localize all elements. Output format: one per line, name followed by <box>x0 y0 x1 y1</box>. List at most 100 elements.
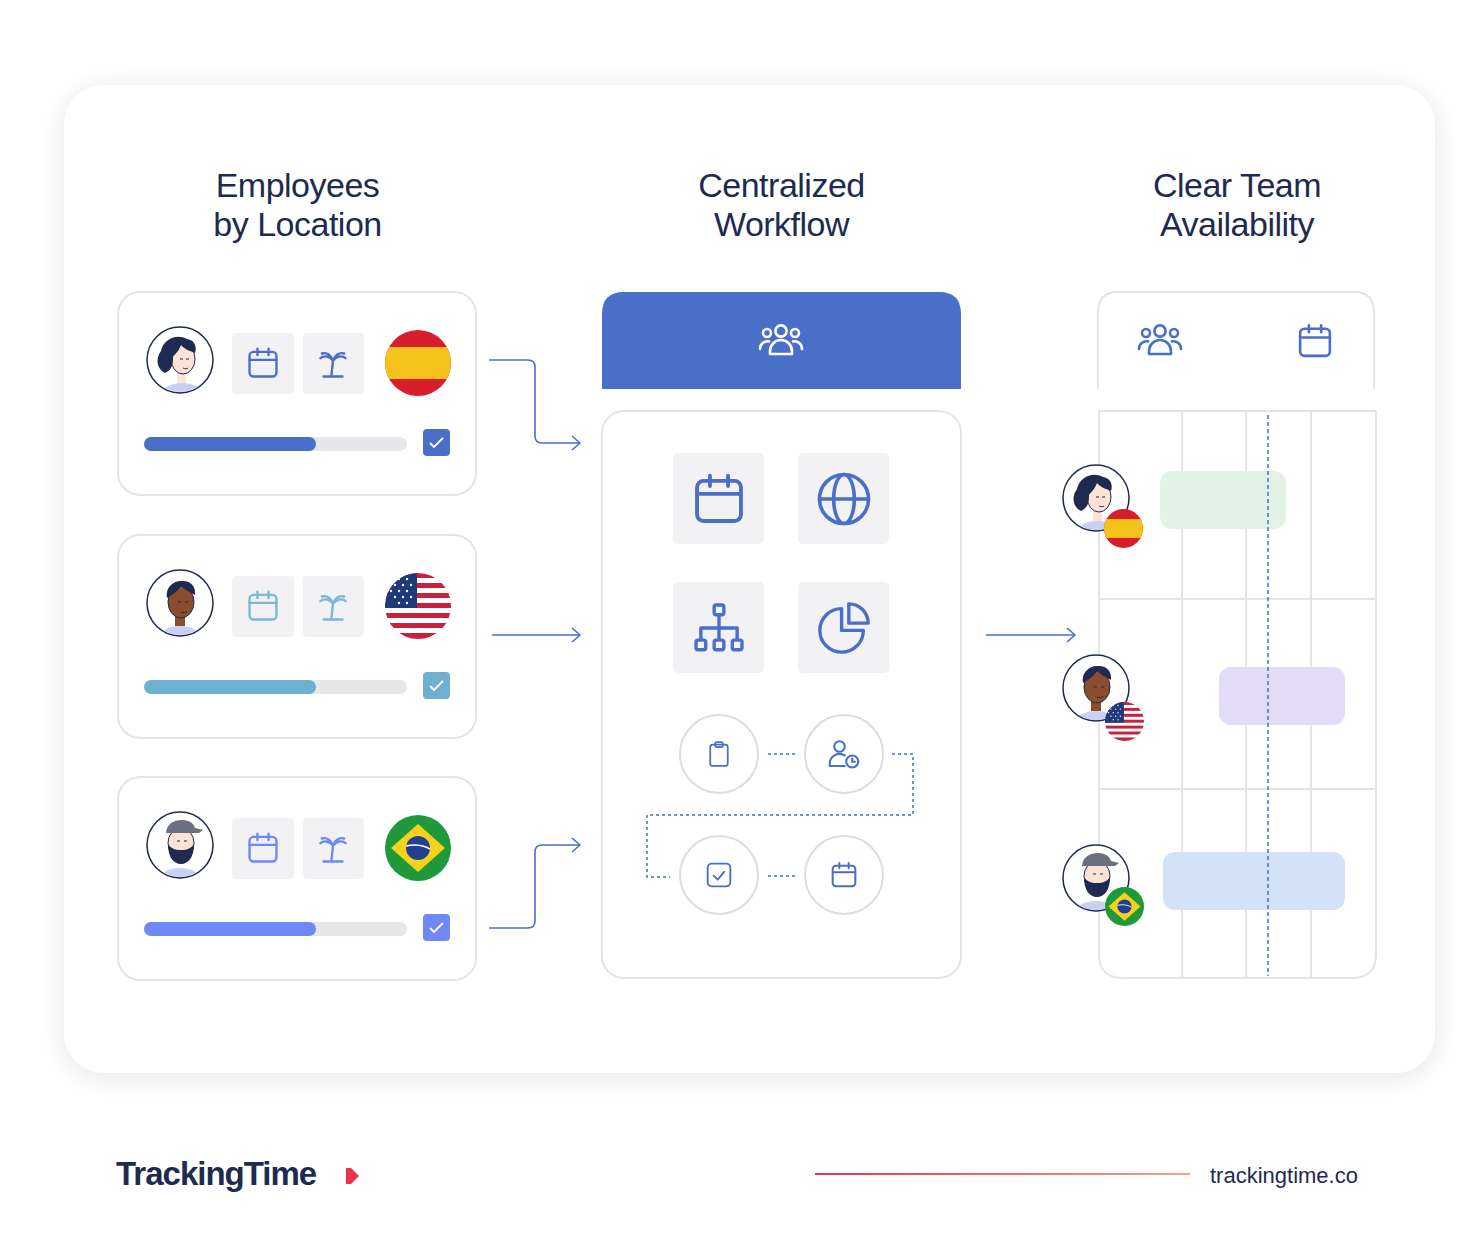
rect-shape <box>118 292 476 495</box>
path-shape <box>1099 411 1376 978</box>
use-shape <box>819 474 868 523</box>
location-column: Employees by Location <box>118 166 477 982</box>
footer-art <box>344 1166 1190 1186</box>
use-shape <box>708 864 731 887</box>
circle-shape <box>680 715 758 793</box>
use-shape <box>1105 702 1144 741</box>
use-shape <box>250 834 277 862</box>
circle-shape <box>805 715 883 793</box>
rect-shape <box>303 576 364 637</box>
rect-shape <box>144 437 316 451</box>
use-shape <box>320 838 345 861</box>
rect-shape <box>144 680 407 694</box>
path-shape <box>489 360 580 443</box>
column-heading: Clear Team Availability <box>1122 166 1352 244</box>
flow-arrow <box>986 628 1075 642</box>
use-shape <box>320 596 345 619</box>
feed-arrow <box>489 360 580 928</box>
availability-column: Clear Team Availability <box>1098 166 1376 978</box>
use-shape <box>1105 887 1144 926</box>
employee-card <box>118 535 476 738</box>
rect-shape <box>144 922 407 936</box>
website-url: trackingtime.co <box>1210 1163 1358 1189</box>
path-shape <box>430 681 443 690</box>
arrow-head <box>572 628 580 642</box>
outer-card <box>64 85 1435 1073</box>
path-shape <box>572 436 580 450</box>
arrow-line <box>492 634 580 636</box>
employee-card <box>118 777 476 980</box>
use-shape <box>696 605 742 650</box>
rect-shape <box>1219 667 1345 725</box>
use-shape <box>385 330 451 396</box>
arrow-line <box>986 634 1075 636</box>
rect-shape <box>303 333 364 394</box>
use-shape <box>250 349 277 377</box>
g-shape <box>1099 411 1376 978</box>
workflow-panel <box>602 292 961 978</box>
rect-shape <box>1163 852 1345 910</box>
path-shape <box>430 923 443 932</box>
rect-shape <box>815 1173 1190 1175</box>
use-shape <box>830 741 859 767</box>
path-shape <box>1099 411 1376 978</box>
rect-shape <box>144 680 316 694</box>
rect-shape <box>673 582 764 673</box>
path-shape <box>768 753 796 755</box>
rect-shape <box>118 535 476 738</box>
use-shape <box>820 604 868 652</box>
rect-shape <box>423 429 450 456</box>
rect-shape <box>602 411 961 978</box>
rect-shape <box>798 453 889 544</box>
brand-logo: TrackingTime <box>116 1155 316 1193</box>
employee-card <box>118 292 476 495</box>
rect-shape <box>118 777 476 980</box>
use-shape <box>833 863 856 886</box>
use-shape <box>697 476 741 521</box>
circle-shape <box>680 836 758 914</box>
use-shape <box>250 592 277 620</box>
rect-shape <box>1160 471 1286 529</box>
rect-shape <box>144 922 316 936</box>
circle-shape <box>805 836 883 914</box>
rect-shape <box>232 333 294 394</box>
path-shape <box>489 845 580 928</box>
use-shape <box>147 570 213 654</box>
workflow-column: Centralized Workflow <box>602 166 961 978</box>
rect-shape <box>673 453 764 544</box>
column-heading: Employees by Location <box>198 166 398 244</box>
path-shape <box>344 1168 359 1184</box>
use-shape <box>760 325 802 354</box>
flow-arrow <box>492 628 580 642</box>
use-shape <box>147 327 213 411</box>
rect-shape <box>144 437 407 451</box>
availability-panel <box>1063 292 1376 978</box>
use-shape <box>147 812 213 896</box>
path-shape <box>1098 292 1374 389</box>
use-shape <box>385 815 451 881</box>
path-shape <box>1267 415 1269 976</box>
use-shape <box>385 573 451 639</box>
arrow-head <box>1067 628 1075 642</box>
path-shape <box>602 292 961 389</box>
g-shape <box>647 754 913 877</box>
rect-shape <box>303 818 364 879</box>
column-heading: Centralized Workflow <box>667 166 897 244</box>
rect-shape <box>798 582 889 673</box>
path-shape <box>647 754 913 877</box>
use-shape <box>1139 325 1181 354</box>
path-shape <box>572 838 580 852</box>
use-shape <box>1300 325 1330 356</box>
rect-shape <box>232 818 294 879</box>
use-shape <box>710 742 728 766</box>
path-shape <box>344 1166 346 1186</box>
path-shape <box>768 875 796 877</box>
use-shape <box>1104 509 1143 548</box>
rect-shape <box>423 914 450 941</box>
use-shape <box>320 353 345 376</box>
path-shape <box>430 438 443 447</box>
rect-shape <box>423 672 450 699</box>
rect-shape <box>232 576 294 637</box>
